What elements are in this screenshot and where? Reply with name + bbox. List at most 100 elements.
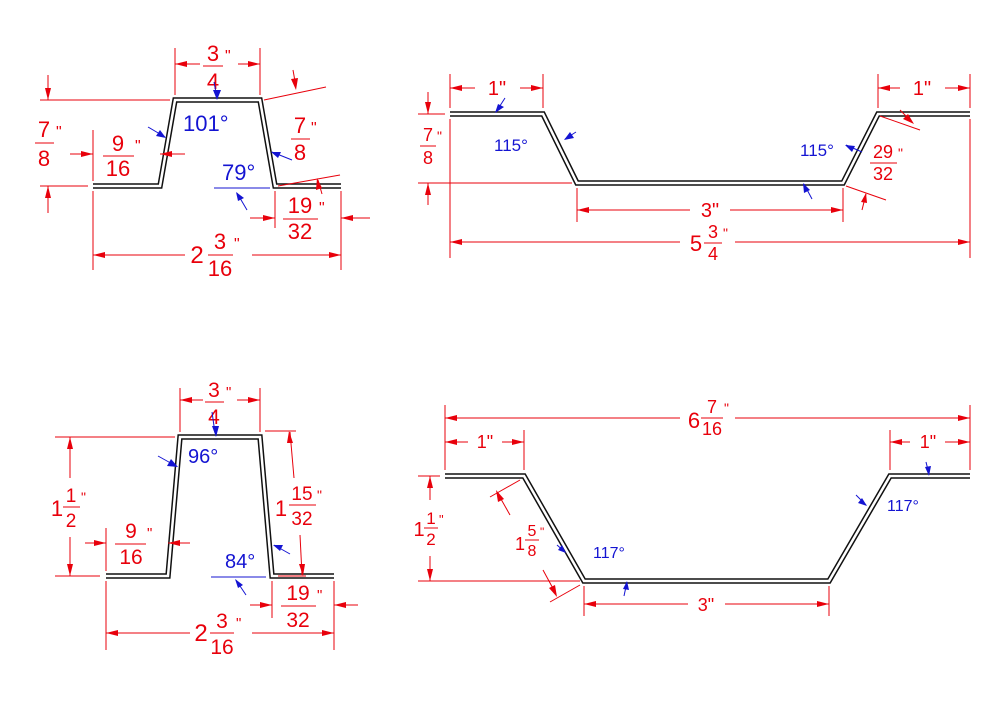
overall-width-unit: " bbox=[723, 225, 728, 241]
overall-width-num: 3 bbox=[216, 610, 228, 633]
dim-bottom: 3" bbox=[583, 586, 830, 616]
dim-height: 7 8 " bbox=[418, 92, 572, 205]
overall-width-unit: " bbox=[724, 400, 729, 416]
left-flange-label: 1" bbox=[477, 432, 493, 452]
dim-left-flange: 1" bbox=[449, 74, 544, 108]
left-height-num: 1 bbox=[66, 486, 77, 507]
left-flange-den: 16 bbox=[119, 546, 142, 569]
top-width-unit: " bbox=[226, 384, 231, 401]
angle-top-label: 101° bbox=[183, 111, 229, 136]
slope-whole: 1 bbox=[515, 534, 525, 554]
left-height-unit: " bbox=[81, 489, 86, 505]
top-width-den: 4 bbox=[207, 69, 219, 94]
right-flange-num: 19 bbox=[288, 193, 312, 218]
left-height-den: 2 bbox=[66, 511, 77, 532]
angle-bottom-label: 84° bbox=[225, 551, 255, 573]
right-flange-num: 19 bbox=[286, 582, 309, 605]
left-flange-num: 9 bbox=[125, 520, 137, 543]
dim-height: 1 1 2 " bbox=[413, 475, 580, 582]
left-flange-unit: " bbox=[147, 525, 152, 542]
dim-right-height bbox=[263, 69, 341, 187]
label-overall-width: 2 3 16 " bbox=[190, 229, 239, 281]
overall-width-den: 4 bbox=[708, 244, 718, 264]
label-right-height: 7 8 " bbox=[291, 113, 317, 165]
left-flange-unit: " bbox=[135, 138, 141, 155]
left-height-whole: 1 bbox=[51, 496, 63, 521]
dim-left-flange: 1" bbox=[445, 430, 525, 470]
height-den: 8 bbox=[423, 148, 433, 168]
dim-right-flange: 19 32 " bbox=[250, 581, 358, 632]
overall-width-unit: " bbox=[236, 615, 241, 632]
part-outline-inner bbox=[93, 98, 341, 188]
right-flange-den: 32 bbox=[286, 609, 309, 632]
height-den: 2 bbox=[426, 530, 435, 549]
slope-den: 32 bbox=[873, 164, 893, 184]
left-flange-label: 1" bbox=[488, 78, 506, 100]
dim-left-height: 1 1 2 " bbox=[51, 436, 175, 577]
left-flange-den: 16 bbox=[106, 156, 130, 181]
right-flange-unit: " bbox=[319, 200, 325, 217]
slope-unit: " bbox=[898, 145, 903, 161]
angle-left-label: 117° bbox=[593, 545, 625, 562]
right-flange-label: 1" bbox=[920, 432, 936, 452]
label-left-height: 7 8 " bbox=[35, 117, 62, 171]
left-height-unit: " bbox=[56, 124, 62, 141]
label-right-flange: 19 32 " bbox=[283, 193, 325, 244]
overall-width-num: 7 bbox=[707, 397, 717, 417]
height-unit: " bbox=[439, 512, 444, 527]
right-height-num: 15 bbox=[291, 484, 312, 505]
dim-slope: 29 32 " bbox=[845, 109, 921, 211]
angle-top-label: 96° bbox=[188, 446, 218, 468]
angle-bottom-label: 79° bbox=[222, 160, 255, 185]
bottom-label: 3" bbox=[698, 595, 714, 615]
right-height-num: 7 bbox=[294, 113, 306, 138]
right-height-unit: " bbox=[317, 487, 322, 503]
dim-bottom: 3" bbox=[576, 188, 844, 222]
dim-right-height: 1 15 32 " bbox=[265, 430, 322, 577]
profile-bottom-right: 6 7 16 " 1" 1" bbox=[413, 397, 971, 616]
overall-width-whole: 2 bbox=[194, 620, 207, 647]
top-width-unit: " bbox=[225, 48, 231, 65]
overall-width-whole: 5 bbox=[690, 231, 702, 256]
overall-width-num: 3 bbox=[708, 222, 718, 242]
dim-overall-width bbox=[92, 191, 342, 270]
slope-num: 29 bbox=[873, 142, 893, 162]
left-height-den: 8 bbox=[38, 146, 50, 171]
bottom-label: 3" bbox=[701, 200, 719, 222]
overall-width-unit: " bbox=[234, 236, 240, 253]
dim-left-height bbox=[40, 75, 170, 213]
dim-left-flange: 9 16 " bbox=[85, 520, 190, 571]
angle-right-label: 117° bbox=[887, 498, 919, 515]
overall-width-whole: 6 bbox=[688, 408, 700, 433]
slope-unit: " bbox=[540, 525, 544, 539]
overall-width-den: 16 bbox=[702, 419, 722, 439]
overall-width-whole: 2 bbox=[190, 242, 203, 269]
dim-overall-width: 5 3 4 " bbox=[449, 119, 971, 264]
angle-right-label: 115° bbox=[800, 141, 834, 160]
right-flange-den: 32 bbox=[288, 219, 312, 244]
left-height-num: 7 bbox=[38, 117, 50, 142]
height-num: 1 bbox=[426, 509, 435, 528]
dim-slope: 1 5 8 " bbox=[489, 479, 581, 603]
profile-bottom-left: 3 4 " 96° 1 1 2 " bbox=[51, 378, 358, 659]
overall-width-den: 16 bbox=[210, 636, 233, 659]
height-unit: " bbox=[437, 128, 442, 144]
dim-top-width: 3 4 " bbox=[179, 378, 261, 432]
left-flange-num: 9 bbox=[112, 131, 124, 156]
dim-right-flange bbox=[250, 178, 370, 228]
height-num: 7 bbox=[423, 125, 433, 145]
overall-width-den: 16 bbox=[208, 256, 232, 281]
overall-width-num: 3 bbox=[214, 229, 226, 254]
part-outline-inner bbox=[445, 474, 970, 583]
part-outline-inner bbox=[450, 112, 970, 185]
slope-num: 5 bbox=[528, 523, 537, 540]
right-height-unit: " bbox=[311, 120, 317, 137]
dim-overall-width: 6 7 16 " bbox=[444, 397, 971, 470]
label-left-flange: 9 16 " bbox=[103, 131, 141, 181]
right-flange-unit: " bbox=[317, 587, 322, 604]
right-height-den: 32 bbox=[291, 509, 312, 530]
dim-right-flange: 1" bbox=[877, 74, 971, 108]
profile-top-left: 3 4 " 7 8 " bbox=[35, 41, 370, 281]
